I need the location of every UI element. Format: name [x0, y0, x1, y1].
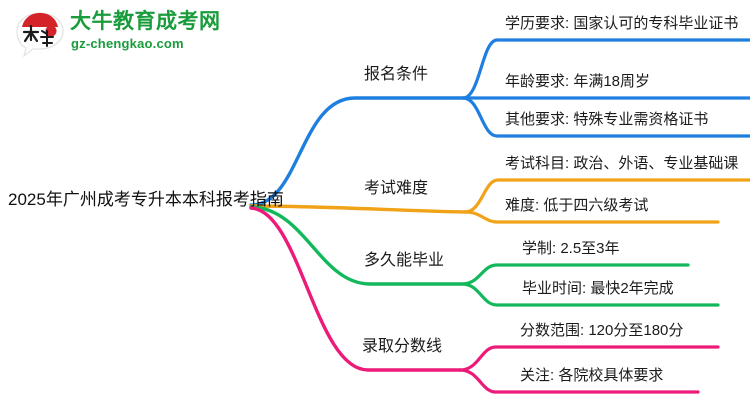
- leaf-label-nianling-yaoqiu[interactable]: 年龄要求: 年满18周岁: [505, 73, 651, 90]
- branch-line-luqu-fenshuxian: [249, 206, 720, 394]
- leaf-label-qita-yaoqiu[interactable]: 其他要求: 特殊专业需资格证书: [505, 111, 709, 128]
- site-logo: 大牛教育成考网 gz-chengkao.com: [14, 8, 244, 60]
- leaf-label-nandu[interactable]: 难度: 低于四六级考试: [505, 197, 649, 214]
- leaf-label-biye-shijian[interactable]: 毕业时间: 最快2年完成: [522, 280, 674, 297]
- branch-label-baoming-tiaojian[interactable]: 报名条件: [364, 66, 429, 83]
- branch-label-duojiu-neng-biye[interactable]: 多久能毕业: [364, 252, 445, 269]
- leaf-label-fenshu-fanwei[interactable]: 分数范围: 120分至180分: [520, 322, 684, 339]
- leaf-label-kaoshi-kemu[interactable]: 考试科目: 政治、外语、专业基础课: [505, 155, 739, 172]
- daniu-logo-icon: [16, 12, 64, 58]
- branch-line-baoming-tiaojian: [249, 38, 750, 207]
- leaf-label-guanzhu[interactable]: 关注: 各院校具体要求: [520, 367, 664, 384]
- logo-wordmark: 大牛教育成考网 gz-chengkao.com: [70, 8, 246, 58]
- branch-line-duojiu-neng-biye: [249, 205, 720, 307]
- leaf-label-xueli-yaoqiu[interactable]: 学历要求: 国家认可的专科毕业证书: [505, 15, 739, 32]
- branch-line-kaoshi-nandu: [249, 178, 750, 224]
- mindmap-root-label: 2025年广州成考专升本本科报考指南: [8, 190, 284, 209]
- branch-label-luqu-fenshuxian[interactable]: 录取分数线: [362, 338, 443, 355]
- logo-title: 大牛教育成考网: [70, 10, 221, 33]
- logo-subtitle: gz-chengkao.com: [71, 36, 184, 51]
- leaf-label-xuezhi[interactable]: 学制: 2.5至3年: [522, 240, 620, 257]
- branch-label-kaoshi-nandu[interactable]: 考试难度: [364, 180, 429, 197]
